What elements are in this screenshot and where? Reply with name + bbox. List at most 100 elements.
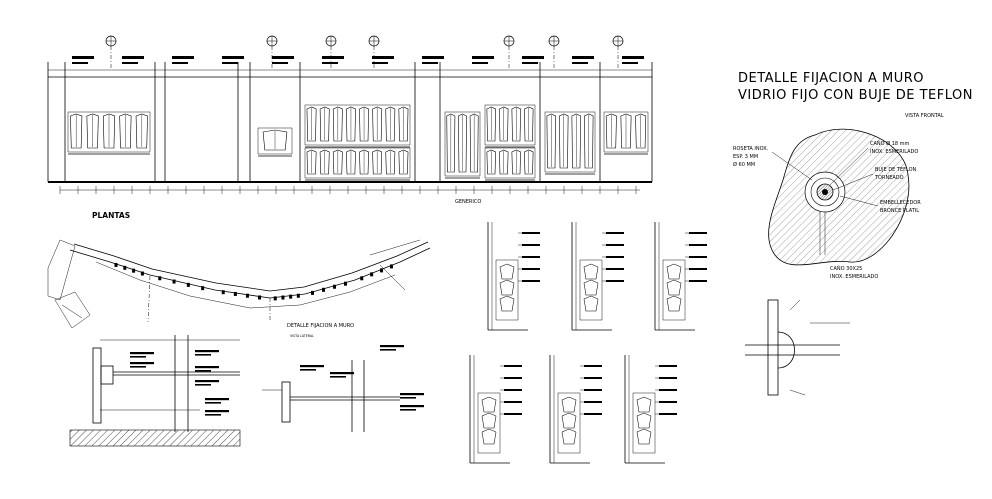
note-bar [400, 409, 416, 411]
plan-fixture [221, 290, 225, 295]
note-bar [689, 256, 707, 258]
cabinet-panel [544, 111, 596, 173]
note-bar [130, 366, 146, 368]
note-bar [522, 280, 540, 282]
garment-icon [499, 279, 515, 296]
note-bar [572, 62, 588, 64]
plan-fixture [233, 291, 237, 296]
elevation-strip: GENERICO [47, 35, 653, 205]
garment-icon [446, 113, 456, 173]
note-bar [72, 62, 88, 64]
note-bar [380, 345, 404, 348]
section-cabinet [477, 392, 501, 454]
section-cabinet [579, 259, 603, 321]
cabinet-panel [67, 111, 151, 153]
garment-icon [571, 113, 581, 169]
cano-label-1: CAÑO Ø 18 mm [870, 140, 910, 147]
embellecedor-label-2: BRONCE PLATIL [880, 208, 919, 214]
note-bar [572, 56, 594, 59]
garment-icon [561, 396, 577, 413]
plantas-title: PLANTAS [92, 211, 130, 220]
note-bar [584, 389, 602, 391]
garment-icon [102, 113, 116, 149]
plan-fixture [273, 296, 277, 301]
wall-fixing-detail: DETALLE FIJACION A MURO VISTA LATERAL [69, 323, 424, 447]
note-bar [300, 369, 316, 371]
garment-icon [398, 106, 409, 142]
note-bar [195, 366, 219, 369]
garment-icon [372, 149, 383, 175]
note-bar [504, 377, 522, 379]
garment-icon [458, 113, 467, 173]
note-bar [422, 56, 444, 59]
note-bar [689, 280, 707, 282]
cabinet-sections [469, 222, 707, 464]
plan-fixture [158, 276, 162, 281]
plan-fixture [289, 294, 293, 299]
note-bar [72, 56, 94, 59]
garment-icon [469, 113, 479, 173]
garment-icon [135, 113, 148, 149]
note-bar [522, 62, 538, 64]
note-bar [122, 62, 138, 64]
note-bar [195, 380, 219, 383]
grid-axis-bubbles [105, 35, 624, 70]
note-bar [380, 349, 396, 351]
plan-fixture [333, 284, 336, 289]
plan-fixture [281, 295, 285, 300]
cabinet-panel [484, 104, 536, 146]
note-bar [322, 62, 338, 64]
note-bar [606, 268, 624, 270]
note-bar [205, 414, 221, 416]
note-bar [659, 401, 677, 403]
cabinet-panel [484, 147, 536, 179]
note-bar [606, 280, 624, 282]
note-bar [300, 365, 324, 368]
plan-fixture [370, 272, 374, 277]
cano30-label-2: INOX. ESMERILADO [830, 274, 878, 280]
note-bar [422, 62, 438, 64]
detalle-fijacion-muro-label: DETALLE FIJACION A MURO [287, 323, 354, 329]
plan-fixture [322, 287, 325, 292]
generico-label: GENERICO [455, 199, 481, 205]
garment-icon [546, 113, 556, 169]
garment-icon [86, 113, 99, 149]
vista-frontal-label: VISTA FRONTAL [905, 113, 944, 119]
note-bar [195, 384, 211, 386]
note-bar [322, 56, 344, 59]
garment-icon [332, 106, 343, 142]
plan-fixture [123, 265, 127, 270]
garment-icon [499, 149, 509, 175]
garment-icon [306, 106, 317, 142]
garment-icon [583, 295, 599, 312]
garment-icon [319, 106, 330, 142]
note-bar [504, 413, 522, 415]
garment-icon [583, 279, 599, 296]
garment-icon [524, 106, 534, 142]
note-bar [195, 370, 211, 372]
note-bar [222, 62, 238, 64]
note-bar [584, 413, 602, 415]
note-bar [372, 62, 388, 64]
note-bar [172, 56, 194, 59]
garment-icon [635, 113, 647, 149]
garment-icon [346, 106, 356, 142]
garment-icon [499, 106, 509, 142]
note-bar [584, 377, 602, 379]
section-cabinet [662, 259, 686, 321]
garment-icon [561, 412, 577, 429]
note-bar [659, 377, 677, 379]
plan-fixture [344, 281, 347, 286]
plan-fixture [311, 290, 314, 295]
note-bar [205, 398, 229, 401]
section-cabinet [495, 259, 519, 321]
note-bar [606, 244, 624, 246]
garment-icon [332, 149, 343, 175]
garment-icon [359, 106, 369, 142]
note-bar [195, 354, 211, 356]
garment-icon [346, 149, 356, 175]
garment-icon [583, 263, 599, 280]
note-bar [400, 405, 424, 408]
garment-icon [486, 106, 496, 142]
garment-icon [499, 295, 515, 312]
